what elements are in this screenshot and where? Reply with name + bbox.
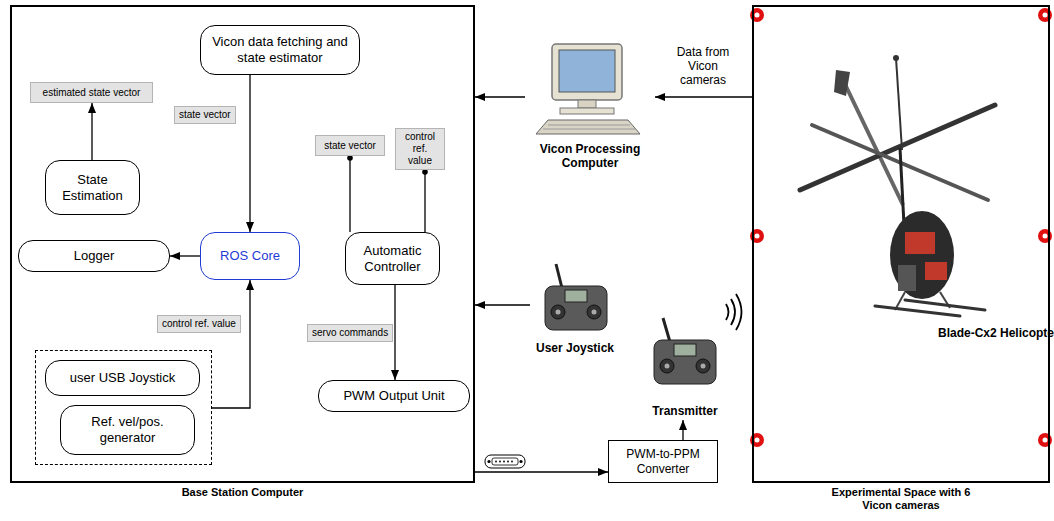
edge-label: Data from Vicon cameras bbox=[665, 44, 741, 88]
connector bbox=[475, 304, 530, 305]
signal-tag: state vector bbox=[315, 135, 385, 156]
connector-dot bbox=[422, 169, 428, 175]
process-box: Automatic Controller bbox=[345, 232, 440, 285]
connector bbox=[475, 96, 525, 97]
edge-label: control ref. value bbox=[157, 315, 241, 333]
edge-label: state vector bbox=[174, 106, 236, 124]
connector bbox=[212, 280, 250, 408]
radio-waves bbox=[726, 294, 742, 330]
transmitter-node: Transmitter bbox=[640, 315, 730, 420]
computer-icon bbox=[536, 44, 640, 134]
node-text: Logger bbox=[74, 248, 114, 264]
node-text: user USB Joystick bbox=[70, 370, 175, 386]
connector bbox=[475, 471, 608, 472]
panel-caption: Experimental Space with 6 Vicon cameras bbox=[816, 486, 986, 512]
process-box: Vicon data fetching and state estimator bbox=[200, 25, 360, 75]
signal-tag: control ref. value bbox=[395, 128, 445, 170]
node-text: Vicon data fetching and state estimator bbox=[208, 34, 352, 66]
helicopter-label: Blade-Cx2 Helicopter bbox=[938, 326, 1054, 340]
node-text: PWM-to-PPM Converter bbox=[615, 447, 711, 477]
process-box: PWM Output Unit bbox=[318, 380, 470, 412]
computer-node: Vicon Processing Computer bbox=[525, 40, 655, 172]
base-station-panel: Base Station ComputerVicon data fetching… bbox=[10, 5, 475, 483]
vicon-camera-markers bbox=[750, 8, 1052, 447]
panel-caption: Base Station Computer bbox=[93, 486, 393, 499]
connector bbox=[655, 96, 752, 97]
connector bbox=[170, 255, 200, 256]
edge-label: servo commands bbox=[307, 324, 393, 342]
process-box: Logger bbox=[18, 240, 170, 272]
node-text: estimated state vector bbox=[43, 87, 141, 99]
connector bbox=[424, 170, 425, 232]
node-text: control ref. value bbox=[400, 131, 440, 167]
input-group: user USB JoystickRef. vel/pos. generator bbox=[35, 350, 212, 465]
joystick-node: User Joystick bbox=[530, 262, 620, 357]
connector bbox=[394, 285, 395, 380]
ros-core-box: ROS Core bbox=[200, 232, 300, 280]
signal-tag: estimated state vector bbox=[30, 82, 153, 103]
connector bbox=[682, 420, 683, 440]
process-box: State Estimation bbox=[45, 160, 140, 215]
process-box: Ref. vel/pos. generator bbox=[60, 405, 195, 455]
connector bbox=[91, 103, 92, 160]
node-text: State Estimation bbox=[53, 172, 132, 204]
serial-port-icon bbox=[485, 455, 525, 468]
node-text: Vicon Processing Computer bbox=[525, 142, 655, 170]
converter-box: PWM-to-PPM Converter bbox=[608, 440, 718, 483]
node-text: Automatic Controller bbox=[353, 243, 432, 275]
connector bbox=[249, 75, 250, 232]
helicopter-illustration bbox=[800, 55, 995, 316]
node-text: ROS Core bbox=[220, 248, 280, 264]
connector-dot bbox=[347, 155, 353, 161]
node-text: User Joystick bbox=[536, 341, 614, 355]
node-text: Transmitter bbox=[652, 404, 717, 418]
process-box: user USB Joystick bbox=[45, 360, 200, 396]
node-text: PWM Output Unit bbox=[343, 388, 444, 404]
connector bbox=[349, 156, 350, 232]
node-text: Ref. vel/pos. generator bbox=[68, 414, 187, 446]
joystick-icon bbox=[545, 264, 607, 330]
node-text: state vector bbox=[324, 140, 376, 152]
transmitter-icon bbox=[654, 318, 716, 384]
experimental-space-panel: Experimental Space with 6 Vicon cameras bbox=[752, 5, 1050, 483]
